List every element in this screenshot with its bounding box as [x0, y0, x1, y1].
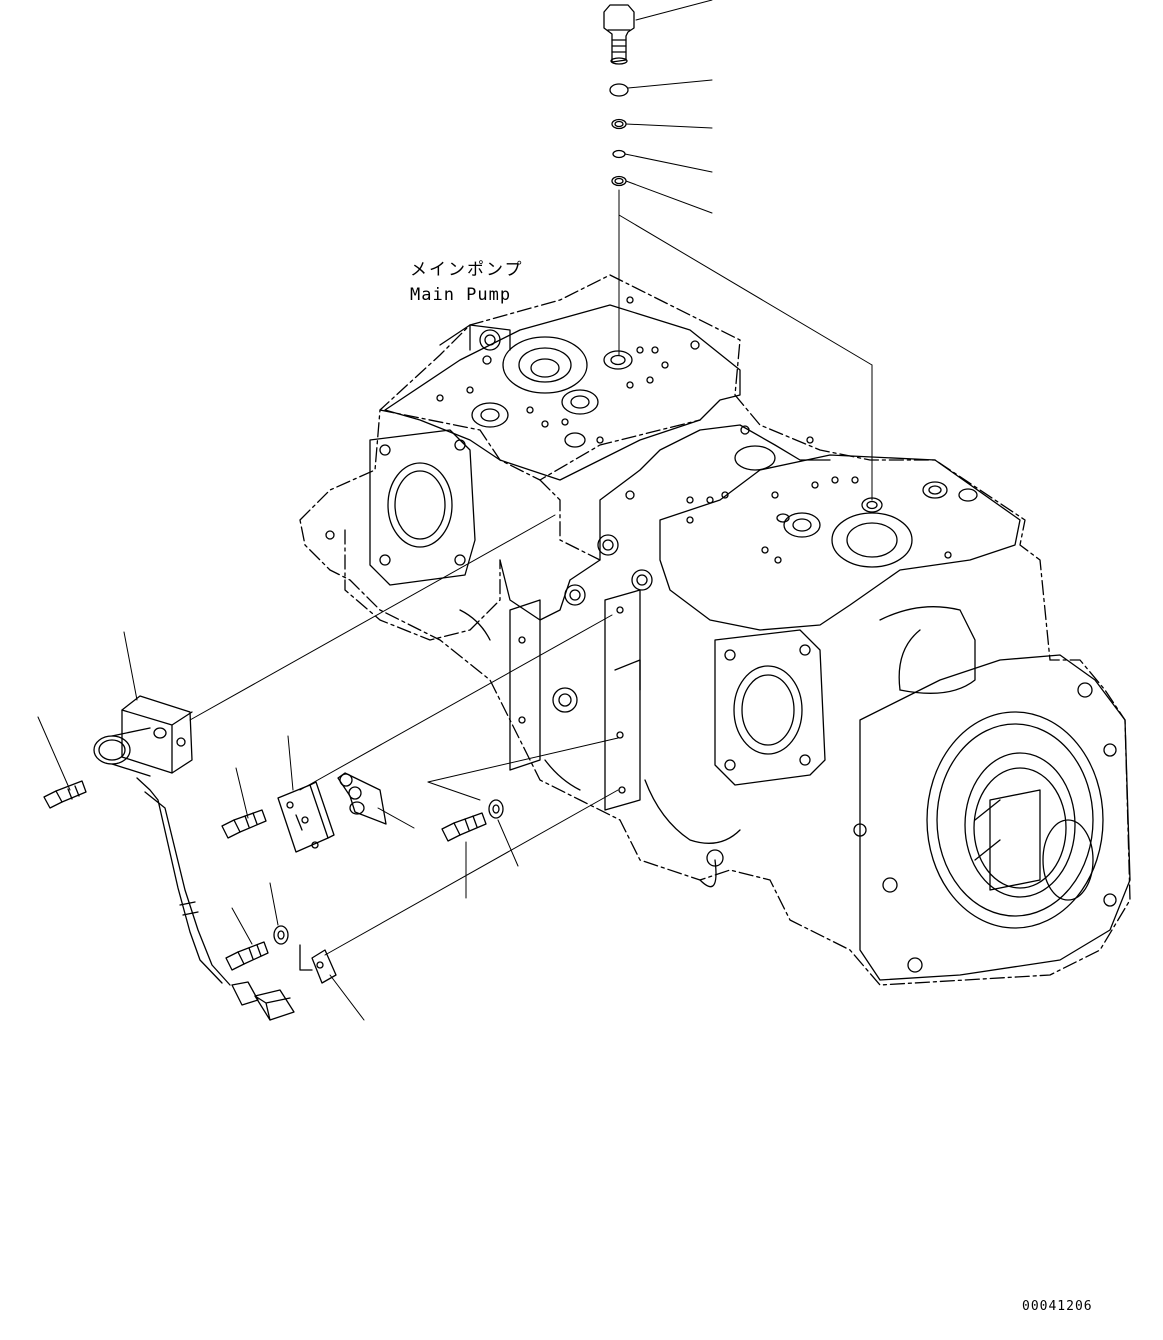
sensor-connector	[231, 981, 259, 1006]
title-english: Main Pump	[410, 285, 511, 305]
bolt-left	[43, 780, 87, 809]
o-ring-1	[609, 83, 629, 97]
flange-right	[714, 629, 826, 786]
main-pump	[299, 274, 1131, 986]
pump-outline	[299, 274, 1131, 986]
bolt-clamp	[225, 941, 269, 971]
washer-clamp	[273, 925, 289, 945]
mounting-flange	[859, 654, 1131, 981]
title-japanese: メインポンプ	[410, 260, 524, 280]
head-block-right	[659, 454, 1021, 631]
plug	[603, 4, 635, 63]
sensor-block	[121, 695, 193, 774]
bolt-bracket	[221, 809, 267, 839]
plug-assembly	[603, 4, 635, 187]
clip	[337, 772, 387, 825]
flange-left	[369, 429, 476, 586]
leader-lines	[37, 0, 873, 1021]
bolt-center	[441, 812, 487, 842]
head-block-left	[384, 304, 741, 481]
o-ring-3	[612, 149, 626, 159]
washer-center	[488, 799, 504, 819]
sensor-assembly	[43, 695, 504, 1021]
clamp	[311, 949, 337, 984]
drawing-number: 00041206	[1022, 1299, 1093, 1314]
sensor-wire	[136, 777, 223, 984]
bracket-stack	[509, 599, 541, 771]
